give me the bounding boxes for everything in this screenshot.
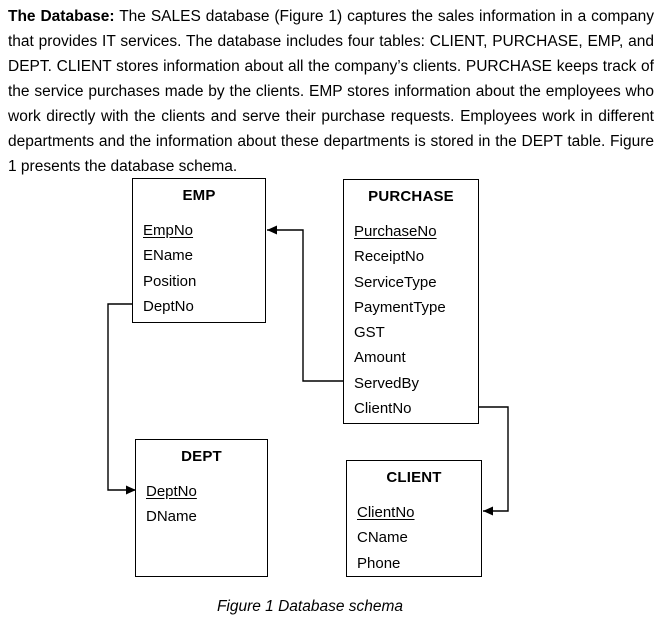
connector-deptno-to-dept [107,303,136,495]
table-title: PURCHASE [368,188,454,205]
intro-paragraph: The Database: The SALES database (Figure… [8,4,654,179]
table-client: CLIENT ClientNo CName Phone [346,460,482,577]
field-position: Position [143,272,197,290]
table-purchase: PURCHASE PurchaseNo ReceiptNo ServiceTyp… [343,179,479,424]
field-empno: EmpNo [143,222,194,239]
field-amount: Amount [354,349,406,367]
table-title: CLIENT [386,469,442,486]
field-phone: Phone [357,554,401,572]
field-dname: DName [146,508,197,526]
table-emp: EMP EmpNo EName Position DeptNo [132,178,266,323]
field-clientno: ClientNo [354,400,412,418]
field-list: PurchaseNo ReceiptNo ServiceType Payment… [344,219,478,421]
field-ename: EName [143,247,194,265]
field-gst: GST [354,324,385,342]
intro-bold-label: The Database: [8,8,115,25]
field-paymenttype: PaymentType [354,298,446,316]
field-deptno: DeptNo [146,483,197,500]
field-receiptno: ReceiptNo [354,248,425,266]
field-list: EmpNo EName Position DeptNo [133,218,265,319]
figure-caption: Figure 1 Database schema [216,598,404,615]
field-purchaseno: PurchaseNo [354,223,437,240]
table-title: DEPT [181,448,222,465]
connector-servedby-to-empno [267,225,343,382]
field-list: DeptNo DName [136,479,267,530]
connector-clientno-to-client [479,406,509,516]
field-servedby: ServedBy [354,374,420,392]
field-list: ClientNo CName Phone [347,500,481,576]
field-deptno: DeptNo [143,297,194,315]
table-dept: DEPT DeptNo DName [135,439,268,577]
table-title: EMP [182,187,216,204]
field-clientno: ClientNo [357,504,415,521]
field-servicetype: ServiceType [354,273,437,291]
intro-text: The SALES database (Figure 1) captures t… [8,8,655,175]
field-cname: CName [357,529,408,547]
